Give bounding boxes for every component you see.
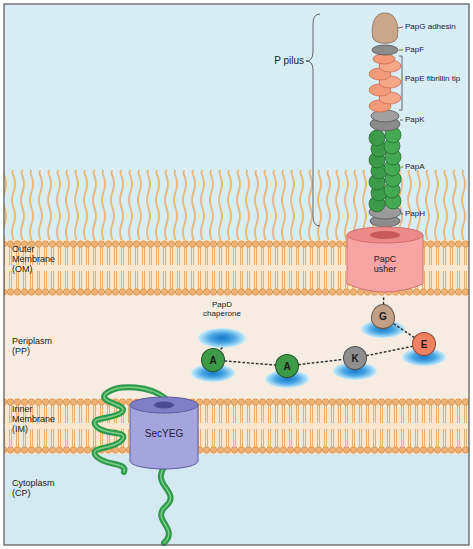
pilus-brace xyxy=(306,14,320,226)
inner-membrane xyxy=(4,398,469,454)
subunit-letter: G xyxy=(379,311,387,322)
papd-chaperone xyxy=(198,328,246,348)
compartment-label: Inner Membrane (IM) xyxy=(12,404,64,434)
pathway-connector xyxy=(299,359,343,364)
papa-subunit xyxy=(369,130,385,146)
pathway-connector xyxy=(225,361,275,365)
pathway-connector xyxy=(393,323,414,337)
pilin-subunit: A xyxy=(201,348,225,372)
extracellular-space xyxy=(4,4,469,240)
periplasm-space xyxy=(4,296,469,398)
compartment-label: Cytoplasm (CP) xyxy=(12,478,74,498)
pape-bracket xyxy=(399,56,402,110)
usher-body xyxy=(347,235,423,292)
cytoplasm-space xyxy=(4,454,469,545)
subunit-letter: E xyxy=(421,339,428,350)
compartment-label: Outer Membrane (OM) xyxy=(12,244,64,274)
pilus-rod xyxy=(369,13,401,227)
leader-line xyxy=(400,120,403,121)
subunit-letter: A xyxy=(209,355,216,366)
frame xyxy=(4,4,469,545)
leader-lines xyxy=(306,14,403,226)
pilin-subunit: A xyxy=(275,354,299,378)
part-label: PapE fibrillin tip xyxy=(405,74,465,83)
subunit-letter: A xyxy=(283,361,290,372)
papf-subunit xyxy=(372,45,398,55)
part-label: PapK xyxy=(405,115,467,124)
chaperones xyxy=(191,320,446,388)
secyeg-top xyxy=(130,397,198,413)
usher-protein: PapC usher xyxy=(345,226,425,296)
pathway-connector xyxy=(367,346,412,355)
leader-line xyxy=(401,214,403,215)
structure-label: P pilus xyxy=(256,55,304,66)
pilin-subunit: K xyxy=(343,346,367,370)
papg-adhesin xyxy=(372,13,398,43)
compartment-label: Periplasm (PP) xyxy=(12,336,64,356)
leader-line xyxy=(399,50,403,51)
polypeptide-tail xyxy=(161,466,171,543)
secyeg-pore xyxy=(154,402,174,409)
part-label: PapG adhesin xyxy=(405,22,467,31)
protein-label: PapD chaperone xyxy=(194,300,250,318)
part-label: PapH xyxy=(405,209,467,218)
part-label: PapA xyxy=(405,162,467,171)
node-title: SecYEG xyxy=(128,428,200,439)
translocon: SecYEG xyxy=(128,396,200,470)
part-label: PapF xyxy=(405,45,467,54)
leader-line xyxy=(398,27,403,28)
adhesin-subunit: G xyxy=(371,304,395,329)
node-title: PapC usher xyxy=(366,254,404,274)
tail-highlight xyxy=(161,466,171,543)
pilin-subunit: E xyxy=(412,332,436,356)
usher-pore xyxy=(370,231,400,239)
pathway-connector xyxy=(383,296,385,304)
leader-line xyxy=(401,167,403,168)
pape-subunit xyxy=(373,54,395,64)
subunit-letter: K xyxy=(351,353,358,364)
usher-top xyxy=(347,227,423,243)
